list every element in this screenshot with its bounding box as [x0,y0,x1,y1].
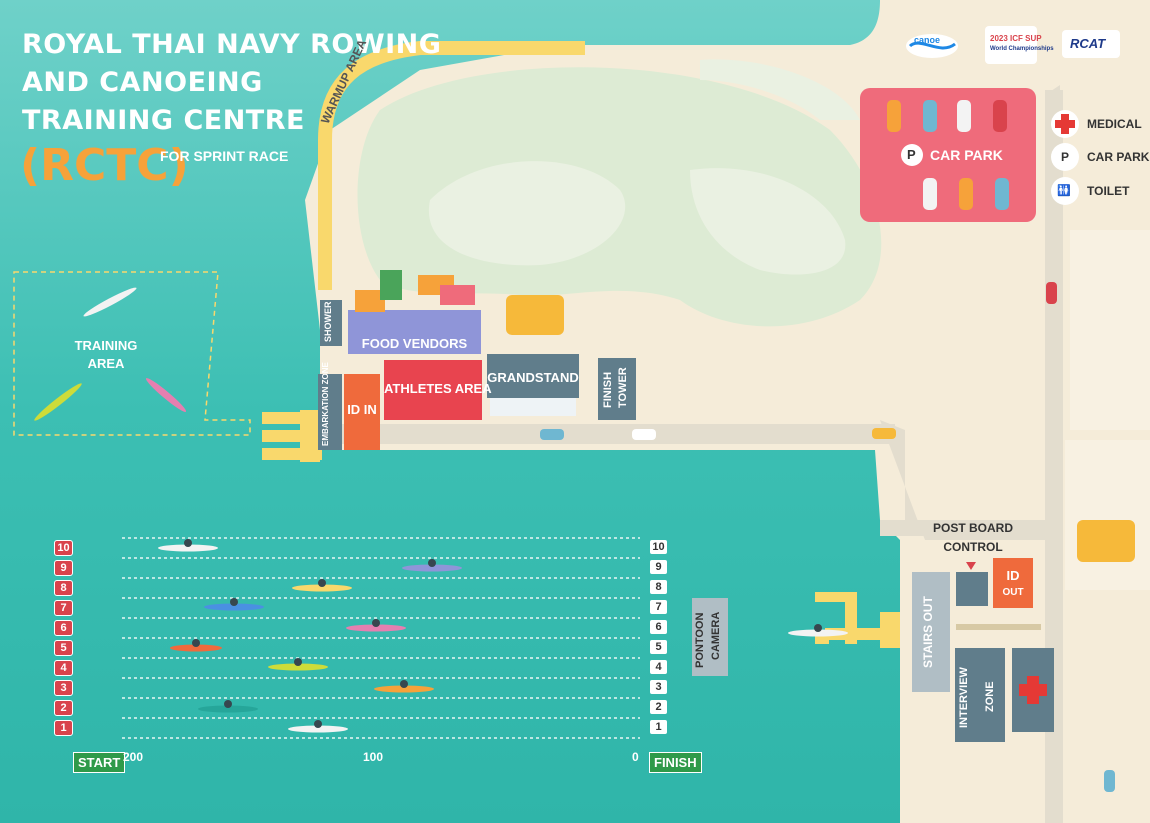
id-out-label-1: ID [1006,568,1020,583]
main-road [320,424,895,444]
lane-left-4: 4 [54,660,73,676]
athletes-area-label: ATHLETES AREA [384,381,492,396]
lane-left-7: 7 [54,600,73,616]
post-board-control [956,572,988,606]
lane-right-3: 3 [650,680,667,694]
car-park-p-icon [901,144,923,166]
interview-zone [955,648,1005,742]
sup-logo-sub: World Championships [990,46,1054,52]
finish-tower [598,358,636,420]
finish-pontoon [815,592,900,648]
lane-right-6: 6 [650,620,667,634]
distance-100: 100 [363,750,384,764]
parking-icon [1051,143,1079,171]
lane-right-5: 5 [650,640,667,654]
title-line-2: AND CANOEING [22,67,263,98]
id-in-building [344,374,380,450]
title-line-3: TRAINING CENTRE [22,105,305,136]
car-park-p-glyph: P [907,147,916,162]
lane-left-3: 3 [54,680,73,696]
finish-tower-label-1: FINISH [602,371,614,408]
lane-left-8: 8 [54,580,73,596]
lane-right-9: 9 [650,560,667,574]
lane-right-4: 4 [650,660,667,674]
title-line-1: ROYAL THAI NAVY ROWING [22,29,442,60]
lane-right-10: 10 [650,540,667,554]
interview-zone-label-1: INTERVIEW [958,667,970,728]
embarkation-zone [318,374,342,450]
race-boats [158,539,848,733]
food-stalls [355,270,475,312]
food-vendors-area [348,310,481,354]
embarkation-zone-label: EMBARKATION ZONE [321,362,330,446]
id-out-building [993,558,1033,608]
pontoon-camera [692,598,728,676]
canoe-logo-text: canoe [914,35,941,45]
finish-tower-label-2: TOWER [617,367,629,408]
shower-label: SHOWER [323,301,333,343]
subtitle: FOR SPRINT RACE [160,148,289,164]
training-area-label-2: AREA [87,356,125,371]
grandstand [487,354,579,398]
distance-200: 200 [123,750,144,764]
lane-right-2: 2 [650,700,667,714]
legend-toilet: TOILET [1087,184,1130,198]
sup-logo [985,26,1037,64]
interview-zone-label-2: ZONE [984,681,996,712]
athletes-area [384,360,482,420]
legend-parking-glyph: P [1061,150,1070,164]
bus-1 [506,295,564,335]
food-vendors-label: FOOD VENDORS [361,336,468,351]
lane-right-7: 7 [650,600,667,614]
lane-left-5: 5 [54,640,73,656]
training-area-label-1: TRAINING [74,338,138,353]
training-area-outline [13,271,251,436]
toilet-icon [1051,177,1079,205]
lane-lines [122,537,640,739]
lane-right-8: 8 [650,580,667,594]
sup-logo-year: 2023 ICF SUP [990,34,1042,43]
legend-toilet-glyph: 🚻 [1057,185,1071,197]
car-park-label: CAR PARK [930,147,1003,163]
lane-left-1: 1 [54,720,73,736]
lane-right-1: 1 [650,720,667,734]
rcat-logo-text: RCAT [1070,36,1106,51]
finish-label: FINISH [649,752,702,773]
lane-left-10: 10 [54,540,73,556]
embarkation-pontoon [262,410,322,462]
car-park-area [860,88,1036,222]
legend-car-park: CAR PARK [1087,150,1150,164]
stairs-out-label: STAIRS OUT [921,596,935,668]
lane-left-9: 9 [54,560,73,576]
id-in-label: ID IN [347,402,377,417]
grandstand-label: GRANDSTAND [487,370,579,385]
lane-left-2: 2 [54,700,73,716]
bus-2 [1077,520,1135,562]
shower-building [320,300,342,346]
title-abbreviation: (RCTC) [20,140,189,191]
stairs-out [912,572,950,692]
distance-0: 0 [632,750,639,764]
pontoon-camera-label-2: CAMERA [710,611,722,660]
rcat-logo [1062,30,1120,58]
training-boats [34,287,187,421]
legend-medical: MEDICAL [1087,117,1142,131]
parked-cars [887,100,1009,210]
lane-left-6: 6 [54,620,73,636]
post-board-label-1: POST BOARD [932,521,1013,535]
start-label: START [73,752,126,773]
pontoon-camera-label-1: PONTOON [694,612,706,668]
warmup-lane [318,41,585,290]
id-out-label-2: OUT [1002,587,1024,598]
post-board-label-2: CONTROL [943,540,1003,554]
inner-grass [428,161,626,266]
